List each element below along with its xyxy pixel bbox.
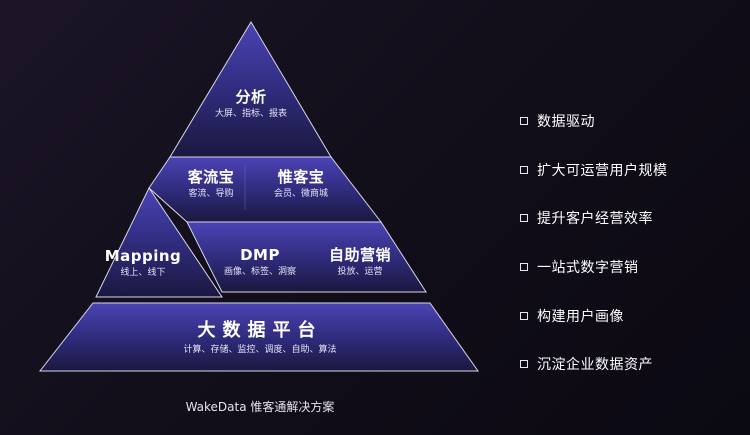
- tier-weikebao-title: 惟客宝: [277, 168, 325, 186]
- tier-mapping-title: Mapping: [104, 247, 182, 265]
- diagram-caption: WakeData 惟客通解决方案: [185, 400, 335, 414]
- feature-item: 构建用户画像: [520, 291, 668, 340]
- square-bullet-icon: [520, 117, 528, 126]
- square-bullet-icon: [520, 165, 528, 174]
- tier-self-marketing: 自助营销 投放、运营: [315, 246, 405, 278]
- tier-dmp-subtitle: 画像、标签、洞察: [223, 267, 296, 277]
- feature-label: 扩大可运营用户规模: [537, 162, 668, 179]
- tier-keliubao: 客流宝 客流、导购: [166, 168, 256, 200]
- tier-dmp-shape: [186, 221, 427, 293]
- tier-keliubao-title: 客流宝: [187, 168, 235, 186]
- tier-analysis: 分析 大屏、指标、报表: [191, 88, 311, 120]
- tier-weikebao: 惟客宝 会员、微商城: [256, 168, 346, 200]
- tier-self-marketing-subtitle: 投放、运营: [337, 267, 383, 277]
- feature-label: 沉淀企业数据资产: [537, 357, 653, 374]
- tier-bigdata-shape: [38, 302, 479, 372]
- feature-item: 扩大可运营用户规模: [520, 146, 668, 195]
- tier-weikebao-subtitle: 会员、微商城: [273, 189, 328, 199]
- tier-bigdata-subtitle: 计算、存储、监控、调度、自助、算法: [183, 345, 337, 355]
- tier-bigdata-platform: 大数据平台 计算、存储、监控、调度、自助、算法: [150, 320, 370, 356]
- tier-self-marketing-title: 自助营销: [328, 246, 391, 264]
- tier-analysis-title: 分析: [235, 88, 267, 106]
- feature-label: 提升客户经营效率: [537, 211, 653, 228]
- square-bullet-icon: [520, 311, 528, 320]
- tier-dmp-title: DMP: [240, 246, 280, 264]
- feature-item: 一站式数字营销: [520, 243, 668, 292]
- square-bullet-icon: [520, 360, 528, 369]
- feature-item: 沉淀企业数据资产: [520, 340, 668, 389]
- tier-bigdata-title: 大数据平台: [197, 320, 323, 341]
- tier-mapping-subtitle: 线上、线下: [120, 268, 166, 278]
- feature-label: 构建用户画像: [537, 308, 624, 325]
- square-bullet-icon: [520, 214, 528, 223]
- feature-label: 一站式数字营销: [537, 260, 639, 277]
- tier-keliubao-subtitle: 客流、导购: [188, 189, 234, 199]
- tier-dmp: DMP 画像、标签、洞察: [210, 246, 310, 278]
- feature-item: 数据驱动: [520, 97, 668, 146]
- tier-analysis-subtitle: 大屏、指标、报表: [214, 109, 287, 119]
- feature-label: 数据驱动: [537, 114, 595, 131]
- tier-mapping-shape: [95, 186, 223, 298]
- feature-item: 提升客户经营效率: [520, 194, 668, 243]
- square-bullet-icon: [520, 263, 528, 272]
- tier-mapping: Mapping 线上、线下: [103, 247, 183, 279]
- feature-list: 数据驱动 扩大可运营用户规模 提升客户经营效率 一站式数字营销 构建用户画像 沉…: [520, 97, 668, 389]
